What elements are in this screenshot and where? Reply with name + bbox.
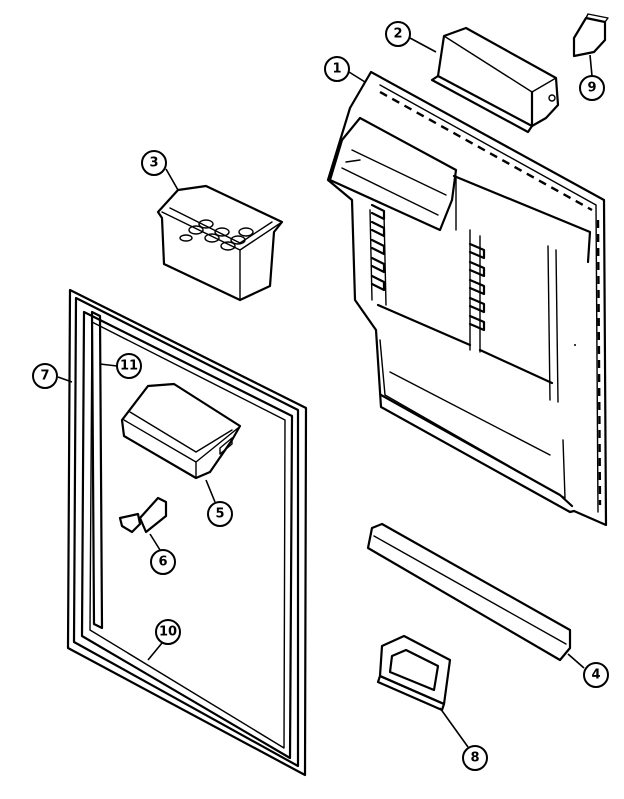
door-liner: [326, 70, 608, 527]
svg-text:11: 11: [120, 359, 138, 374]
hinge-cap: [572, 13, 609, 58]
egg-bin: [156, 184, 284, 302]
svg-text:6: 6: [158, 555, 167, 570]
door-frame: [66, 288, 308, 777]
svg-text:5: 5: [215, 507, 224, 522]
svg-text:3: 3: [149, 156, 158, 171]
callout-1: 1: [324, 56, 366, 83]
trim-handle: [376, 634, 452, 712]
callout-7: 7: [32, 363, 73, 389]
shelf-bar: [366, 522, 572, 662]
bin-clip: [118, 496, 168, 534]
dairy-door: [430, 26, 560, 134]
callout-4: 4: [567, 653, 609, 688]
callout-11: 11: [99, 353, 142, 379]
svg-text:4: 4: [591, 668, 600, 683]
callout-10: 10: [147, 619, 181, 661]
svg-text:2: 2: [393, 27, 402, 42]
svg-text:1: 1: [332, 62, 341, 77]
stray-dot: [574, 344, 576, 346]
svg-text:9: 9: [587, 81, 596, 96]
callout-6-clip: 6: [149, 533, 176, 575]
callout-8: 8: [439, 707, 488, 771]
svg-text:10: 10: [159, 625, 177, 640]
door-bin: [120, 382, 242, 480]
callout-3: 3: [141, 150, 179, 191]
callout-2: 2: [385, 21, 437, 53]
svg-text:8: 8: [470, 751, 479, 766]
callout-5: 5: [205, 479, 233, 527]
callout-9: 9: [579, 54, 605, 101]
svg-text:7: 7: [40, 369, 49, 384]
